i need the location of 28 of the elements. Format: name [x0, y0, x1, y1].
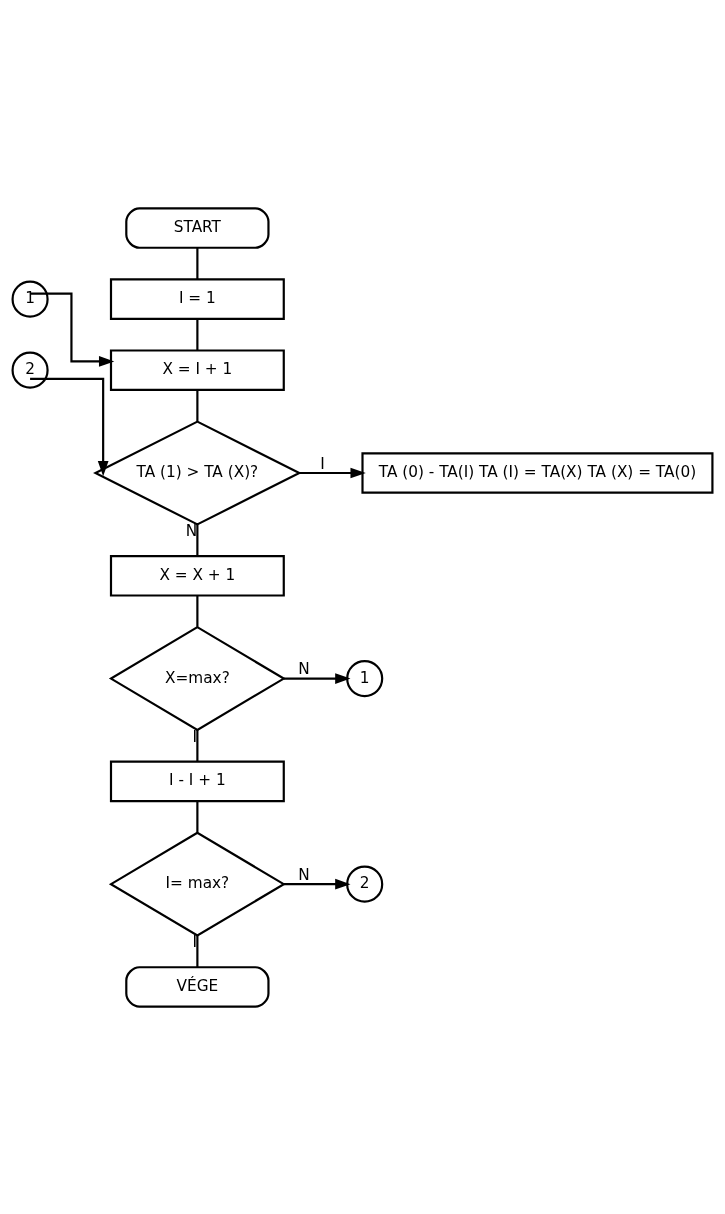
arrow [283, 672, 351, 684]
connector [196, 318, 199, 350]
node-diamond: X=max? [108, 625, 286, 731]
node-box: X = I + 1 [109, 348, 285, 391]
connector [196, 523, 199, 556]
arrow [30, 377, 109, 476]
node-box: START [125, 206, 270, 249]
connector [196, 800, 199, 832]
node-circle: 2 [11, 351, 49, 389]
edge-label: N [298, 659, 310, 678]
node-circle: 2 [346, 865, 384, 903]
arrow [283, 878, 351, 890]
connector [196, 729, 199, 762]
edge-label: I [320, 454, 325, 473]
node-circle: 1 [11, 280, 49, 318]
connector [196, 247, 199, 279]
node-box: TA (0) - TA(I) TA (I) = TA(X) TA (X) = TA(0) [361, 451, 714, 494]
arrow [299, 467, 366, 478]
node-box: X = X + 1 [109, 554, 285, 597]
edge-label: N [298, 865, 310, 884]
arrow [30, 292, 115, 367]
node-box: VÉGE [125, 965, 270, 1008]
node-box: I - I + 1 [109, 760, 285, 802]
connector [196, 595, 199, 627]
connector [196, 935, 199, 967]
node-box: I = 1 [109, 277, 285, 320]
node-circle: 1 [346, 659, 384, 697]
connector [196, 389, 199, 421]
